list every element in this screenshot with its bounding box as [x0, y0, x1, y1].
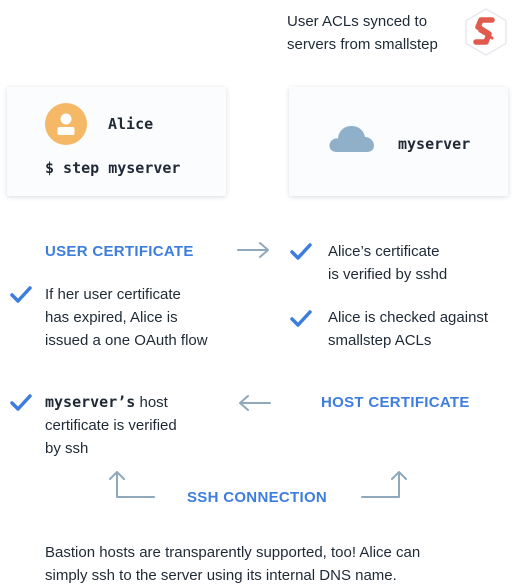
user-certificate-heading: USER CERTIFICATE [45, 243, 194, 260]
host-certificate-line1-rest: host [135, 394, 168, 411]
ssh-connection-heading: SSH CONNECTION [187, 489, 328, 506]
step-command: $ step myserver [45, 159, 181, 177]
host-certificate-line3: by ssh [45, 440, 89, 457]
sshd-verify-line1: Alice’s certificate [328, 243, 440, 260]
footer-line2: simply ssh to the server using its inter… [45, 567, 397, 584]
footer-line1: Bastion hosts are transparently supporte… [45, 544, 421, 561]
smallstep-logo-icon [463, 7, 509, 57]
sshd-verify-line2: is verified by sshd [328, 266, 448, 283]
sshd-verify-note: Alice’s certificate is verified by sshd [328, 240, 447, 286]
user-certificate-line3: issued a one OAuth flow [45, 332, 208, 349]
checkmark-icon [290, 310, 312, 328]
host-certificate-line2: certificate is verified [45, 417, 177, 434]
acl-sync-note-line1: User ACLs synced to [287, 13, 428, 30]
user-card: Alice $ step myserver [7, 87, 226, 196]
host-certificate-server-name: myserver’s [45, 393, 136, 411]
host-certificate-note: myserver’s host certificate is verified … [45, 391, 177, 460]
acl-sync-note-line2: servers from smallstep [287, 36, 438, 53]
checkmark-icon [10, 394, 32, 412]
acl-check-line1: Alice is checked against [328, 309, 489, 326]
arrow-left-icon [236, 393, 272, 413]
host-certificate-heading: HOST CERTIFICATE [321, 394, 470, 411]
acl-sync-note: User ACLs synced to servers from smallst… [287, 10, 438, 56]
server-card: myserver [289, 87, 508, 196]
host-certificate-line1: myserver’s host [45, 391, 177, 414]
acl-check-note: Alice is checked against smallstep ACLs [328, 306, 488, 352]
user-certificate-line2: has expired, Alice is [45, 309, 178, 326]
server-name: myserver [398, 135, 471, 153]
checkmark-icon [290, 243, 312, 261]
user-certificate-note: If her user certificate has expired, Ali… [45, 283, 208, 352]
footer-note: Bastion hosts are transparently supporte… [45, 541, 420, 587]
arrow-right-icon [236, 240, 272, 260]
user-name: Alice [108, 115, 154, 133]
user-avatar-icon [45, 103, 87, 145]
arrow-up-left-icon [104, 468, 158, 500]
checkmark-icon [10, 286, 32, 304]
acl-check-line2: smallstep ACLs [328, 332, 432, 349]
arrow-up-right-icon [358, 468, 412, 500]
cloud-icon [327, 122, 375, 154]
user-certificate-line1: If her user certificate [45, 286, 181, 303]
